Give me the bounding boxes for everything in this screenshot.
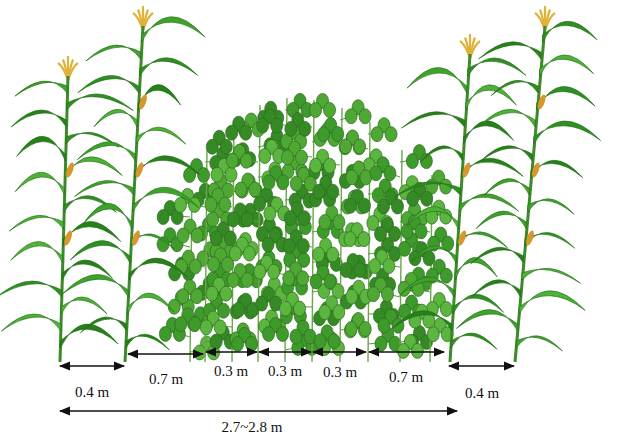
soybean-leaf	[205, 188, 231, 212]
soybean-leaf	[284, 202, 310, 226]
soybean-leaf	[259, 139, 285, 163]
dimension-label: 0.4 m	[465, 384, 499, 402]
soybean-leaf	[177, 280, 203, 304]
soybean-leaf	[233, 293, 259, 317]
soybean-leaf	[344, 223, 370, 247]
soybean-leaf	[345, 100, 371, 124]
soybean-leaf	[232, 327, 258, 351]
soybean-leaf	[345, 189, 371, 213]
dimension-label: 0.3 m	[268, 362, 302, 380]
soybean-leaf	[310, 149, 336, 173]
soybean-leaf	[281, 141, 307, 165]
maize-plant	[456, 6, 600, 362]
soybean-leaf	[345, 312, 371, 336]
maize-plant	[391, 34, 526, 362]
dimension-label: 0.4 m	[75, 383, 109, 401]
soybean-leaf	[406, 145, 432, 169]
soybean-leaf	[346, 161, 372, 185]
soybean-leaf	[397, 334, 423, 358]
soybean-leaf	[340, 254, 366, 278]
soybean-leaf	[200, 311, 226, 335]
soybean-leaf	[257, 109, 283, 133]
soybean-leaf	[319, 206, 345, 230]
maize-plant	[0, 56, 133, 362]
soybean-leaf	[279, 292, 305, 316]
soybean-leaf	[283, 230, 309, 254]
soybean-leaf	[339, 131, 365, 155]
soybean-leaf	[235, 173, 261, 197]
soybean-leaf	[184, 159, 210, 183]
soybean-leaf	[263, 317, 289, 341]
soybean-leaf	[310, 265, 336, 289]
dimension-label: 0.7 m	[389, 368, 423, 386]
soybean-leaf	[226, 144, 252, 168]
soybean-leaf	[375, 217, 401, 241]
soybean-leaf	[263, 166, 289, 190]
dimension-label: 2.7~2.8 m	[221, 418, 282, 436]
soybean-leaf	[175, 308, 201, 332]
soybean-rows	[157, 93, 454, 362]
soybean-leaf	[227, 203, 253, 227]
soybean-leaf	[319, 296, 345, 320]
soybean-leaf	[229, 237, 255, 261]
dimension-label: 0.3 m	[214, 362, 248, 380]
soybean-leaf	[370, 157, 396, 181]
soybean-leaf	[369, 250, 395, 274]
soybean-leaf	[340, 130, 366, 154]
soybean-leaf	[256, 287, 282, 311]
soybean-leaf	[313, 238, 339, 262]
soybean-leaf	[254, 255, 280, 279]
soybean-leaf	[314, 325, 340, 349]
soybean-leaf	[427, 318, 453, 342]
dimension-label: 0.7 m	[149, 370, 183, 388]
soybean-leaf	[227, 264, 253, 288]
soybean-leaf	[290, 320, 316, 344]
soybean-leaf	[313, 175, 339, 199]
soybean-leaf	[283, 262, 309, 286]
soybean-leaf	[318, 118, 344, 142]
maize-plant	[62, 6, 205, 362]
soybean-leaf	[226, 116, 252, 140]
soybean-leaf	[367, 278, 393, 302]
dimension-label: 0.3 m	[323, 363, 357, 381]
soybean-leaf	[310, 93, 336, 117]
soybean-stem	[312, 100, 314, 362]
soybean-leaf	[285, 112, 311, 136]
soybean-leaf	[177, 219, 203, 243]
soybean-leaf	[371, 118, 397, 142]
maize-rows	[0, 6, 601, 362]
dimension-arrows	[60, 352, 514, 411]
